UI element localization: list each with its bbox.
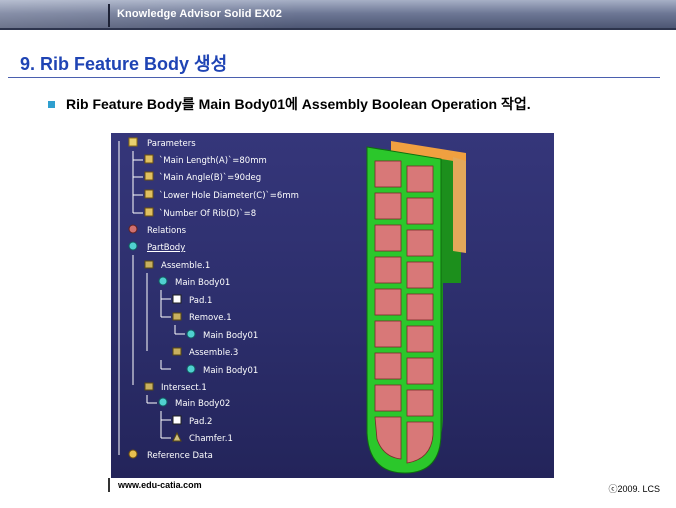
- body-icon: [128, 241, 138, 251]
- assemble-icon: [144, 260, 154, 269]
- slide-title: 9. Rib Feature Body 생성: [20, 54, 228, 74]
- tree-item-label[interactable]: Main Body01: [175, 278, 231, 288]
- tree-item-label[interactable]: Pad.2: [189, 417, 213, 427]
- tree-item-label[interactable]: Intersect.1: [161, 383, 207, 393]
- tree-item-label[interactable]: Main Body01: [203, 366, 259, 376]
- footer-url: www.edu-catia.com: [118, 480, 202, 490]
- tree-item-label[interactable]: `Lower Hole Diameter(C)`=6mm: [159, 191, 299, 201]
- reference-icon: [128, 449, 138, 459]
- tree-item-label[interactable]: Reference Data: [147, 451, 213, 461]
- tree-item-label[interactable]: `Main Length(A)`=80mm: [159, 156, 267, 166]
- rib-part-model: [366, 141, 466, 474]
- parameter-icon: [144, 207, 154, 217]
- title-rule: [8, 77, 660, 78]
- slide-header: Knowledge Advisor Solid EX02: [0, 0, 676, 30]
- chamfer-icon: [172, 432, 182, 442]
- assemble-icon: [172, 347, 182, 356]
- catia-screenshot: Parameters `Main Length(A)`=80mm `Main A…: [111, 133, 554, 478]
- body-icon: [158, 397, 168, 407]
- body-icon: [186, 364, 196, 374]
- remove-icon: [172, 312, 182, 321]
- pad-icon: [172, 294, 182, 304]
- tree-item-label[interactable]: Main Body01: [203, 331, 259, 341]
- relations-icon: [128, 224, 138, 234]
- bullet-item: Rib Feature Body를 Main Body01에 Assembly …: [48, 94, 531, 114]
- parameter-icon: [144, 154, 154, 164]
- tree-item-label[interactable]: `Number Of Rib(D)`=8: [159, 209, 257, 219]
- tree-item-label[interactable]: Remove.1: [189, 313, 232, 323]
- parameter-icon: [144, 171, 154, 181]
- tree-item-label[interactable]: Pad.1: [189, 296, 213, 306]
- header-texture: [0, 0, 300, 30]
- tree-item-label[interactable]: `Main Angle(B)`=90deg: [159, 173, 262, 183]
- footer-divider: [108, 478, 110, 492]
- body-icon: [158, 276, 168, 286]
- tree-item-label[interactable]: PartBody: [147, 243, 186, 253]
- tree-item-label[interactable]: Main Body02: [175, 399, 231, 409]
- tree-item-label[interactable]: Relations: [147, 226, 187, 236]
- catia-tree-lines: [118, 141, 466, 474]
- header-title: Knowledge Advisor Solid EX02: [117, 8, 282, 20]
- intersect-icon: [144, 382, 154, 391]
- tree-item-label[interactable]: Assemble.3: [189, 348, 239, 358]
- parameters-icon: [128, 137, 138, 147]
- pad-icon: [172, 415, 182, 425]
- footer-copyright: ⓒ2009. LCS: [608, 484, 660, 494]
- tree-item-label[interactable]: Chamfer.1: [189, 434, 233, 444]
- bullet-square-icon: [48, 100, 55, 108]
- body-icon: [186, 329, 196, 339]
- bullet-text: Rib Feature Body를 Main Body01에 Assembly …: [66, 96, 531, 112]
- header-divider: [108, 4, 110, 27]
- tree-item-label[interactable]: Assemble.1: [161, 261, 211, 271]
- parameter-icon: [144, 189, 154, 199]
- tree-item-label[interactable]: Parameters: [147, 139, 196, 149]
- header-underline: [0, 28, 676, 30]
